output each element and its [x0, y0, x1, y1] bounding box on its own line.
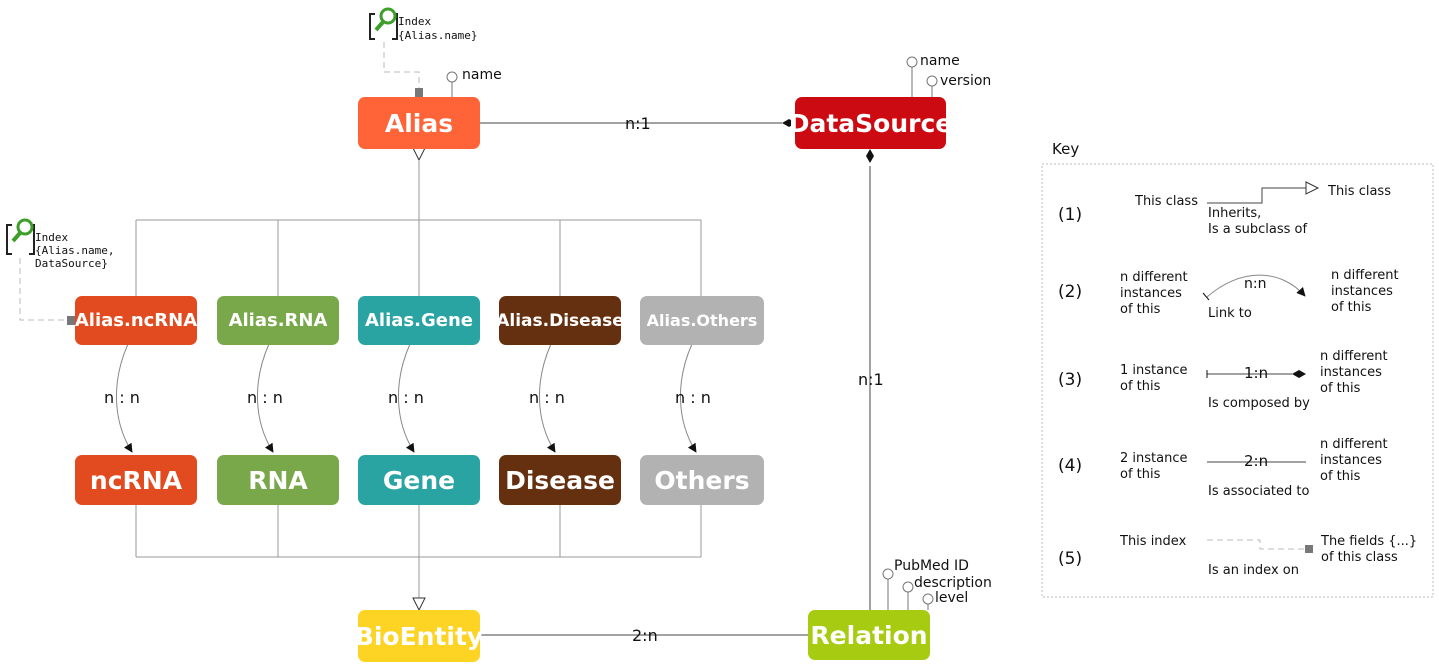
alias-ncrna-box[interactable]: Alias.ncRNA [75, 296, 197, 345]
index1-title: Index [398, 15, 432, 28]
key-row-right: This class [1328, 184, 1391, 199]
key-index-line [1207, 539, 1313, 553]
key-row-number: (5) [1058, 549, 1083, 569]
index2-fields: {Alias.name, DataSource} [35, 244, 115, 270]
alias-others-box[interactable]: Alias.Others [640, 296, 764, 345]
key-row-number: (3) [1058, 370, 1083, 390]
relation-level-attribute: level [935, 590, 969, 606]
rna-link-cardinality: n : n [247, 388, 283, 407]
key-row-number: (1) [1058, 205, 1083, 225]
alias-name-attribute: name [462, 67, 502, 83]
ncrna-link-cardinality: n : n [104, 388, 140, 407]
alias-disease-box[interactable]: Alias.Disease [496, 296, 624, 345]
alias-entity-curves [115, 343, 697, 453]
key-inherit-line [1207, 181, 1320, 204]
key-row-right: The fields {...} of this class [1321, 534, 1418, 565]
key-link-arc [1202, 274, 1306, 301]
datasource-version-attribute: version [940, 73, 992, 89]
key-row-right: n different instances of this [1320, 349, 1388, 396]
gene-link-cardinality: n : n [388, 388, 424, 407]
alias-datasource-cardinality: n:1 [625, 114, 651, 133]
alias-inheritance-tree [135, 147, 702, 296]
disease-link-cardinality: n : n [529, 388, 565, 407]
key-row-number: (4) [1058, 456, 1083, 476]
index-connectors [19, 42, 420, 321]
relation-description-attribute: description [914, 575, 992, 591]
relation-box[interactable]: Relation [808, 610, 930, 660]
rna-box[interactable]: RNA [217, 455, 339, 505]
relation-datasource-link [866, 149, 874, 610]
key-row-left: This index [1120, 534, 1187, 549]
key-row-mid: 2:n [1244, 452, 1269, 470]
ncrna-box[interactable]: ncRNA [75, 455, 197, 505]
key-title: Key [1052, 140, 1080, 158]
key-composed-line [1206, 370, 1306, 378]
key-row-desc: Is an index on [1208, 563, 1299, 578]
key-row-left: n different instances of this [1120, 270, 1188, 317]
key-row-number: (2) [1058, 282, 1083, 302]
others-link-cardinality: n : n [675, 388, 711, 407]
key-row-desc: Is composed by [1208, 396, 1310, 411]
gene-box[interactable]: Gene [358, 455, 480, 505]
disease-box[interactable]: Disease [499, 455, 621, 505]
others-box[interactable]: Others [640, 455, 764, 505]
key-row-right: n different instances of this [1331, 268, 1399, 315]
datasource-box[interactable]: DataSource [789, 97, 952, 149]
bioentity-inheritance-tree [135, 505, 702, 612]
attribute-lollipops [446, 56, 938, 610]
alias-datasource-link [480, 119, 796, 127]
index2-title: Index [35, 231, 69, 244]
key-row-desc: Inherits, Is a subclass of [1208, 206, 1308, 237]
bioentity-relation-cardinality: 2:n [632, 626, 658, 645]
alias-gene-box[interactable]: Alias.Gene [358, 296, 480, 345]
index-magnifier-icon [6, 218, 35, 255]
key-row-left: 2 instance of this [1120, 451, 1188, 482]
key-row-mid: n:n [1244, 276, 1267, 292]
alias-box[interactable]: Alias [358, 97, 480, 149]
relation-pubmed-attribute: PubMed ID [894, 558, 969, 574]
key-row-mid: 1:n [1244, 364, 1269, 382]
key-row-left: 1 instance of this [1120, 363, 1188, 394]
index1-fields: {Alias.name} [398, 29, 478, 42]
alias-rna-box[interactable]: Alias.RNA [217, 296, 339, 345]
key-row-desc: Is associated to [1208, 484, 1310, 499]
datasource-name-attribute: name [920, 53, 960, 69]
bioentity-box[interactable]: BioEntity [355, 610, 483, 662]
index-magnifier-icon [369, 7, 398, 40]
key-row-left: This class [1135, 194, 1198, 209]
key-row-right: n different instances of this [1320, 437, 1388, 484]
relation-datasource-cardinality: n:1 [858, 370, 884, 389]
key-row-desc: Link to [1208, 306, 1252, 321]
